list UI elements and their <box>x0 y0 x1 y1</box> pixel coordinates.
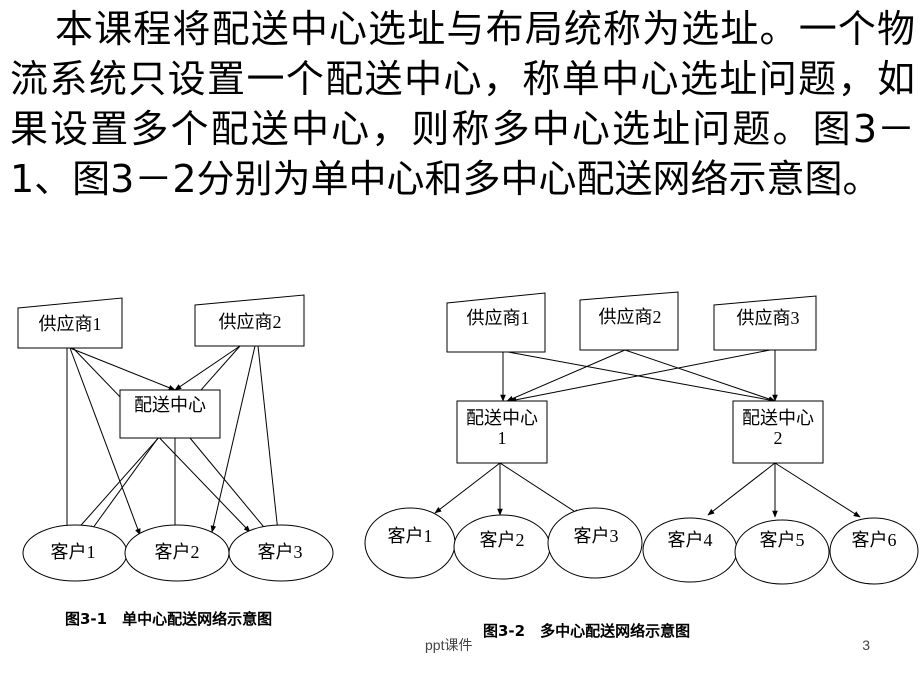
fig1-arrow-center-c1 <box>89 437 159 533</box>
figure-3-1: 供应商1 供应商2 配送中心 客户1 客户2 客户3 图3-1 单中心配送网络示… <box>17 294 334 628</box>
fig2-arrow-s1-dc2 <box>507 351 776 403</box>
fig2-customer-3-shape <box>547 507 643 579</box>
fig1-supplier-2-label: 供应商2 <box>219 312 282 332</box>
fig2-supplier-2-shape <box>579 291 679 351</box>
fig2-customer-5-label: 客户5 <box>760 530 805 550</box>
fig2-arrow-dc2-c6 <box>774 462 861 518</box>
fig2-arrow-dc1-c3 <box>499 462 581 516</box>
fig2-center-1-label-line1: 配送中心 <box>466 408 538 428</box>
fig2-supplier-3-shape <box>713 295 817 351</box>
fig1-customer-3-label: 客户3 <box>258 542 303 562</box>
fig1-arrow-s2-c2 <box>210 345 256 533</box>
fig1-customer-2-label: 客户2 <box>155 542 200 562</box>
fig1-arrow-s1-c3 <box>72 347 251 533</box>
fig2-arrow-s2-dc2 <box>624 349 776 402</box>
fig1-arrow-s2-center <box>174 345 241 391</box>
fig2-center-1-label-line2: 1 <box>498 428 507 448</box>
body-paragraph: 本课程将配送中心选址与布局统称为选址。一个物流系统只设置一个配送中心，称单中心选… <box>10 7 915 201</box>
fig2-customer-3-label: 客户3 <box>574 526 619 546</box>
fig2-center-2-label-line1: 配送中心 <box>742 408 814 428</box>
fig1-customer-3-shape <box>228 524 334 582</box>
fig1-center-box <box>119 389 221 439</box>
fig1-supplier-2-shape <box>194 294 305 347</box>
fig1-supplier-1-label: 供应商1 <box>39 314 102 334</box>
fig1-caption: 图3-1 单中心配送网络示意图 <box>65 610 272 628</box>
fig2-supplier-1-shape <box>446 292 546 353</box>
fig2-customer-6-label: 客户6 <box>852 530 897 550</box>
fig2-customer-4-shape <box>642 517 738 583</box>
fig2-supplier-1-label: 供应商1 <box>467 308 530 328</box>
figure-3-2: 供应商1 供应商2 供应商3 配送中心 1 配送中心 2 客户1 客户2 客户3… <box>364 291 919 640</box>
page-number: 3 <box>862 637 870 653</box>
fig2-arrow-s2-dc1 <box>506 349 626 402</box>
fig2-center-1-box <box>456 400 548 464</box>
fig2-customer-1-label: 客户1 <box>388 526 433 546</box>
fig1-arrow-s1-center <box>69 347 176 391</box>
fig1-center-label: 配送中心 <box>134 395 206 415</box>
fig2-arrow-dc1-c1 <box>434 462 501 514</box>
fig1-arrow-center-c3 <box>189 437 269 533</box>
fig2-caption: 图3-2 多中心配送网络示意图 <box>483 622 690 640</box>
fig2-supplier-3-label: 供应商3 <box>737 308 800 328</box>
fig2-arrows <box>434 349 861 518</box>
fig1-customer-1-label: 客户1 <box>51 542 96 562</box>
fig2-customer-6-shape <box>829 517 919 585</box>
fig2-customer-4-label: 客户4 <box>668 530 713 550</box>
fig2-center-2-box <box>732 400 824 464</box>
fig1-supplier-1-shape <box>17 297 123 349</box>
fig1-arrow-s2-c3 <box>257 345 281 533</box>
fig2-customer-2-label: 客户2 <box>480 530 525 550</box>
fig2-center-2-label-line2: 2 <box>774 428 783 448</box>
fig2-customer-5-shape <box>734 519 830 585</box>
fig2-supplier-2-label: 供应商2 <box>599 307 662 327</box>
fig1-arrow-s1-c2 <box>69 347 141 536</box>
fig2-arrow-dc2-c4 <box>707 462 776 516</box>
fig1-arrows <box>64 345 281 536</box>
fig2-arrow-s3-dc1 <box>509 349 771 403</box>
footer-label: ppt课件 <box>425 637 472 653</box>
